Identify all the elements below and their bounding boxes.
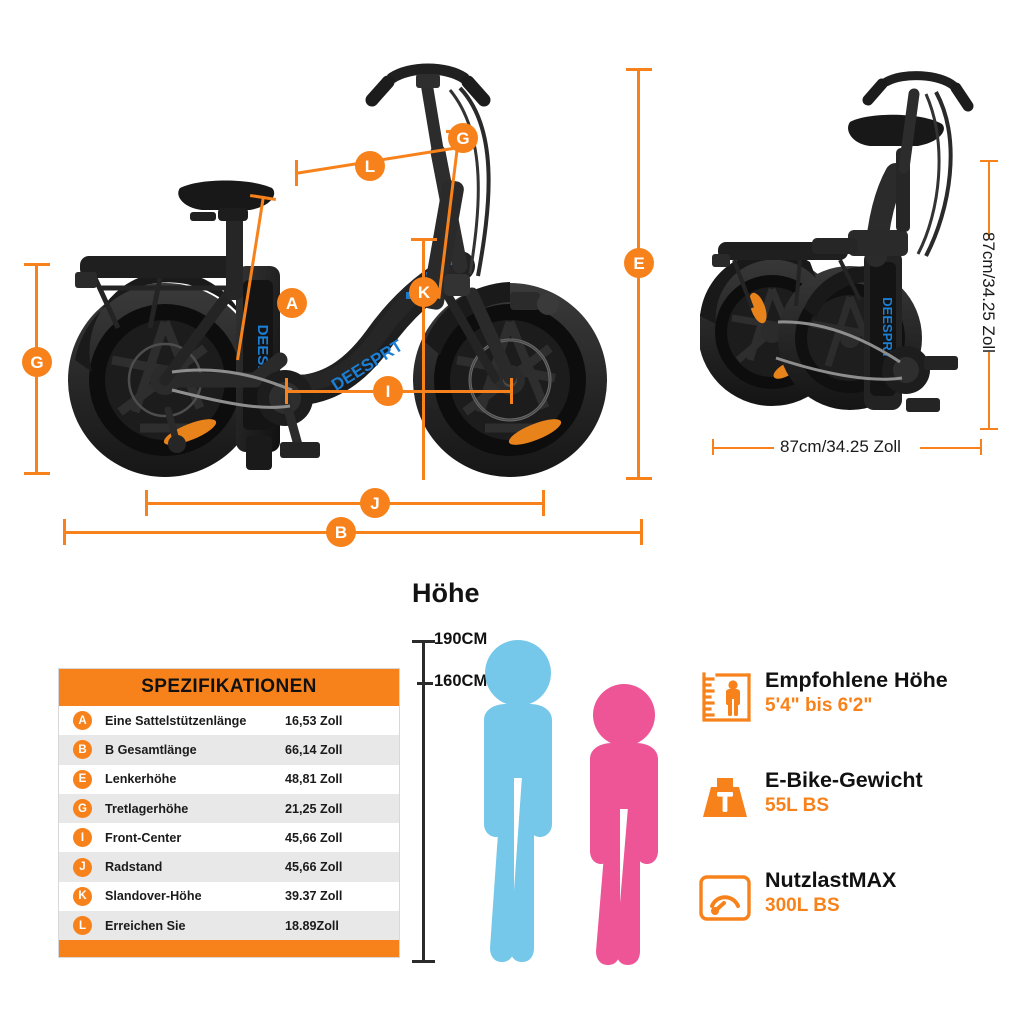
table-row: L Erreichen Sie 18.89Zoll [59, 911, 399, 941]
height-axis-bottom-cap [412, 960, 435, 963]
spec-table-footer-bar [59, 940, 399, 958]
row-label: Lenkerhöhe [105, 772, 177, 787]
spec-table-title: SPEZIFIKATIONEN [59, 669, 399, 706]
folded-width-label: 87cm/34.25 Zoll [780, 437, 901, 456]
feature-title: Empfohlene Höhe [765, 668, 948, 692]
height-ruler-icon [702, 672, 751, 722]
row-value: 45,66 Zoll [285, 830, 343, 845]
dimension-badge-G: G [22, 347, 52, 377]
row-value: 16,53 Zoll [285, 713, 343, 728]
height-tick-160 [417, 682, 433, 685]
table-row: B B Gesamtlänge 66,14 Zoll [59, 735, 399, 765]
dimension-badge-J: J [360, 488, 390, 518]
dimension-badge-G-fork: G [448, 123, 478, 153]
row-badge: G [73, 799, 92, 819]
row-value: 48,81 Zoll [285, 772, 343, 787]
row-label: Eine Sattelstützenlänge [105, 713, 247, 728]
table-row: A Eine Sattelstützenlänge 16,53 Zoll [59, 706, 399, 736]
table-row: J Radstand 45,66 Zoll [59, 852, 399, 882]
row-badge: E [73, 769, 92, 789]
folded-ebike: DEESPRT [700, 71, 974, 412]
row-label: B Gesamtlänge [105, 742, 197, 757]
table-row: K Slandover-Höhe 39.37 Zoll [59, 881, 399, 912]
table-row: I Front-Center 45,66 Zoll [59, 823, 399, 853]
feature-ebike-weight: E-Bike-Gewicht 55L BS [697, 768, 1007, 868]
row-badge: K [73, 886, 92, 906]
feature-value: 55L BS [765, 795, 830, 816]
height-tick-190 [417, 640, 433, 643]
specifications-table: SPEZIFIKATIONEN A Eine Sattelstützenläng… [58, 668, 400, 959]
row-label: Tretlagerhöhe [105, 801, 189, 816]
table-row: E Lenkerhöhe 48,81 Zoll [59, 764, 399, 794]
row-badge: L [73, 916, 92, 936]
height-tick-label-190: 190CM [434, 630, 488, 648]
height-axis-line [422, 640, 425, 962]
feature-title: E-Bike-Gewicht [765, 768, 923, 792]
feature-highlights: Empfohlene Höhe 5'4" bis 6'2" E-Bike-Gew… [697, 668, 1007, 968]
height-chart-title: Höhe [412, 578, 480, 608]
row-badge: J [73, 857, 92, 877]
row-value: 18.89Zoll [285, 918, 339, 933]
dimension-badge-K: K [409, 277, 439, 307]
row-label: Slandover-Höhe [105, 889, 202, 904]
row-value: 21,25 Zoll [285, 801, 343, 816]
dimension-badge-B: B [326, 517, 356, 547]
gauge-icon [699, 875, 751, 921]
feature-value: 5'4" bis 6'2" [765, 695, 873, 716]
row-badge: I [73, 828, 92, 848]
height-comparison-chart: Höhe 190CM 160CM [400, 578, 690, 978]
feature-value: 300L BS [765, 895, 840, 916]
dimension-badge-I: I [373, 376, 403, 406]
row-badge: B [73, 740, 92, 760]
row-value: 39.37 Zoll [285, 889, 343, 904]
table-row: G Tretlagerhöhe 21,25 Zoll [59, 793, 399, 824]
row-label: Radstand [105, 860, 163, 875]
svg-text:DEESPRT: DEESPRT [880, 297, 895, 358]
short-person-figure [590, 684, 658, 965]
feature-max-payload: NutzlastMAX 300L BS [697, 868, 1007, 968]
row-badge: A [73, 711, 92, 731]
height-tick-label-160: 160CM [434, 672, 488, 690]
feature-recommended-height: Empfohlene Höhe 5'4" bis 6'2" [697, 668, 1007, 768]
side-view-folding-ebike: DEESPRT DEESPRT [68, 63, 607, 477]
row-label: Front-Center [105, 830, 182, 845]
dimension-badge-L: L [355, 151, 385, 181]
row-value: 45,66 Zoll [285, 860, 343, 875]
dimension-badge-A: A [277, 288, 307, 318]
row-label: Erreichen Sie [105, 918, 186, 933]
dimension-badge-E: E [624, 248, 654, 278]
folded-height-label: 87cm/34.25 Zoll [979, 232, 998, 353]
row-value: 66,14 Zoll [285, 742, 343, 757]
feature-title: NutzlastMAX [765, 868, 897, 892]
tall-person-figure [484, 640, 552, 962]
weight-icon [703, 778, 747, 817]
